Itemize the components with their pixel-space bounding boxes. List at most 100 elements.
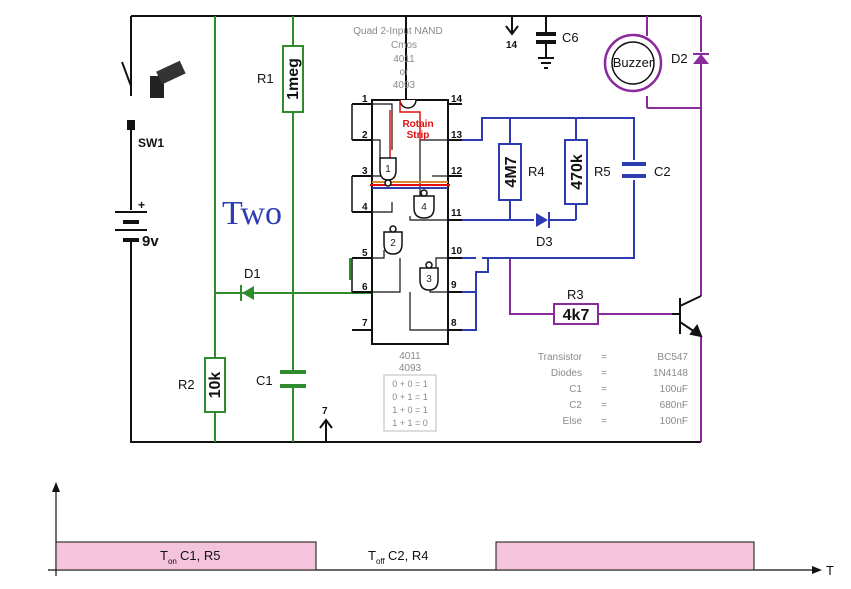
- parts-eq-4: =: [601, 400, 607, 411]
- gate-4: 4: [421, 202, 427, 213]
- r5-name: R5: [594, 164, 611, 179]
- chip-part-a: 4011: [393, 54, 415, 65]
- chip-or: or: [400, 67, 410, 78]
- gate-1: 1: [385, 164, 391, 175]
- d1-label: D1: [244, 266, 261, 281]
- parts-val-1: BC547: [657, 352, 688, 363]
- black-wiring: [130, 15, 701, 443]
- pin7-arrow: 7: [319, 406, 333, 429]
- r5-value: 470k: [569, 154, 586, 190]
- pin14-label: 14: [506, 40, 518, 51]
- c6-label: C6: [562, 30, 579, 45]
- buzzer-label: Buzzer: [613, 55, 654, 70]
- strip-label-a: Rotain: [402, 119, 433, 130]
- pin-7: 7: [362, 318, 368, 329]
- d3-label: D3: [536, 234, 553, 249]
- resistor-r3: 4k7 R3: [553, 287, 599, 325]
- r2-name: R2: [178, 377, 195, 392]
- battery-plus-label: +: [138, 198, 145, 212]
- strip-label-b: Strip: [407, 130, 430, 141]
- pin-11: 11: [451, 208, 462, 219]
- transistor: [672, 295, 703, 338]
- nand-chip: 1 2 3 4 5 6 7 14 13 12 11 10 9 8: [351, 94, 463, 345]
- chip-family: Cmos: [391, 40, 417, 51]
- parts-eq-1: =: [601, 352, 607, 363]
- truth-row-2: 0 + 1 = 1: [392, 392, 428, 402]
- pin-1: 1: [362, 94, 368, 105]
- capacitor-c6: C6: [536, 30, 579, 69]
- purple-wiring: [509, 16, 702, 442]
- chip-title: Quad 2-Input NAND: [353, 26, 443, 37]
- parts-val-3: 100uF: [660, 384, 688, 395]
- pin14-arrow: 14: [505, 25, 519, 51]
- truth-row-1: 0 + 0 = 1: [392, 379, 428, 389]
- on-pulse-1: [55, 541, 317, 571]
- pin-14: 14: [451, 94, 463, 105]
- parts-eq-5: =: [601, 416, 607, 427]
- sw1-label: SW1: [138, 136, 164, 150]
- resistor-r4: 4M7 R4: [498, 143, 545, 201]
- chip-footer: 4011 4093 0 + 0 = 1 0 + 1 = 1 1 + 0 = 1 …: [383, 351, 437, 432]
- t-on-text: C1, R5: [180, 548, 220, 563]
- c1-label: C1: [256, 373, 273, 388]
- parts-key-4: C2: [569, 400, 582, 411]
- diode-d2: D2: [671, 51, 709, 66]
- r2-value: 10k: [207, 372, 224, 399]
- parts-key-5: Else: [563, 416, 583, 427]
- chip-bottom-b: 4093: [399, 363, 422, 374]
- parts-list: Transistor = BC547 Diodes = 1N4148 C1 = …: [538, 352, 689, 427]
- parts-val-2: 1N4148: [653, 368, 688, 379]
- pin-8: 8: [451, 318, 457, 329]
- switch-sw1: SW1: [121, 60, 186, 150]
- truth-row-4: 1 + 1 = 0: [392, 418, 428, 428]
- pin-5: 5: [362, 248, 368, 259]
- r1-value: 1meg: [285, 58, 302, 100]
- parts-eq-2: =: [601, 368, 607, 379]
- r1-name: R1: [257, 71, 274, 86]
- parts-val-4: 680nF: [660, 400, 688, 411]
- truth-row-3: 1 + 0 = 1: [392, 405, 428, 415]
- blue-wiring: [462, 117, 635, 331]
- capacitor-c1: C1: [256, 370, 306, 388]
- pin-4: 4: [362, 202, 368, 213]
- stage-label: Two: [222, 195, 282, 232]
- diode-d3: D3: [536, 212, 553, 249]
- t-on-label: Ton: [160, 548, 177, 566]
- capacitor-c2: C2: [622, 162, 671, 179]
- resistor-r5: 470k R5: [564, 139, 611, 205]
- pin-12: 12: [451, 166, 463, 177]
- timing-diagram: T Ton C1, R5 Toff C2, R4: [48, 482, 834, 578]
- battery-label: 9v: [142, 233, 159, 250]
- t-off-label: Toff: [368, 548, 385, 566]
- t-off-text: C2, R4: [388, 548, 428, 563]
- r4-name: R4: [528, 164, 545, 179]
- r3-name: R3: [567, 287, 584, 302]
- parts-key-1: Transistor: [538, 352, 583, 363]
- diode-d1: D1: [240, 266, 261, 301]
- pin-6: 6: [362, 282, 368, 293]
- resistor-r2: 10k R2: [178, 357, 226, 413]
- d2-label: D2: [671, 51, 688, 66]
- chip-bottom-a: 4011: [399, 351, 421, 362]
- gate-3: 3: [426, 274, 432, 285]
- pin-2: 2: [362, 130, 368, 141]
- c2-label: C2: [654, 164, 671, 179]
- pin-13: 13: [451, 130, 463, 141]
- pin7-label: 7: [322, 406, 328, 417]
- r4-value: 4M7: [503, 156, 520, 187]
- pin-10: 10: [451, 246, 463, 257]
- on-pulse-2: [495, 541, 755, 571]
- r3-value: 4k7: [563, 307, 590, 324]
- parts-eq-3: =: [601, 384, 607, 395]
- chip-part-b: 4093: [393, 80, 416, 91]
- buzzer: Buzzer: [603, 33, 663, 93]
- parts-key-2: Diodes: [551, 368, 582, 379]
- time-axis-label: T: [826, 563, 834, 578]
- gate-2: 2: [390, 238, 396, 249]
- battery-9v: + 9v: [115, 198, 159, 250]
- microswitch-icon: [150, 76, 164, 98]
- pin-9: 9: [451, 280, 457, 291]
- chip-header: Quad 2-Input NAND Cmos 4011 or 4093: [353, 26, 443, 91]
- resistor-r1: 1meg R1: [257, 45, 304, 113]
